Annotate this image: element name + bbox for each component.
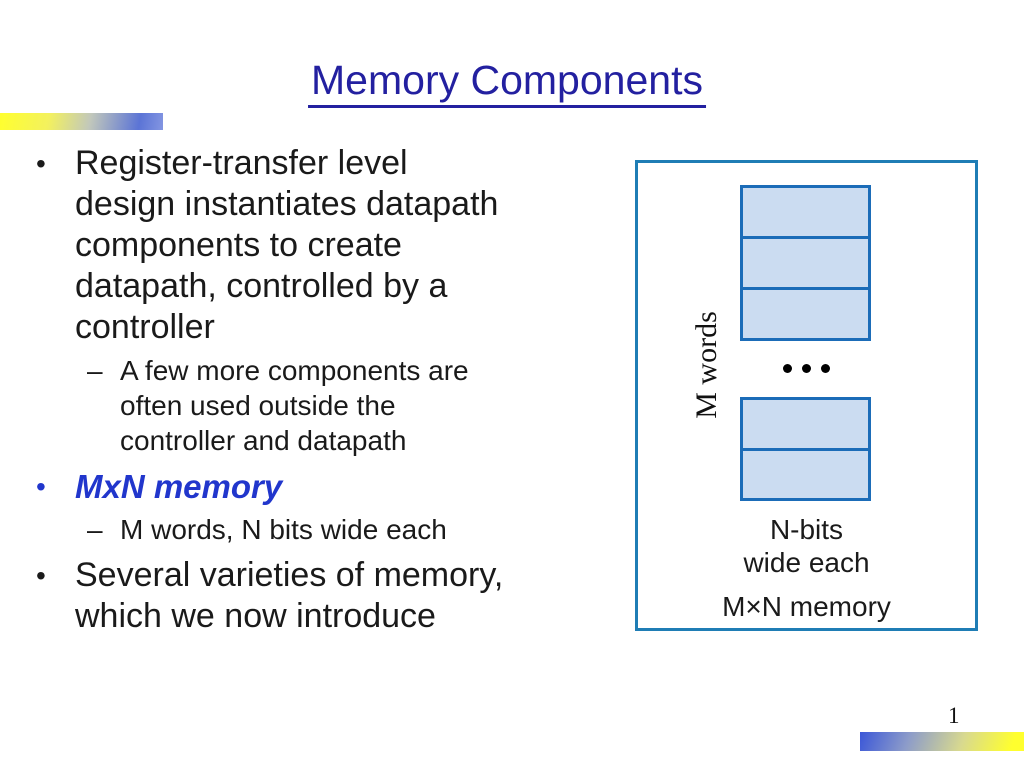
bullet-text: Register-transfer level design instantia… [75,144,499,346]
dot-icon [821,364,830,373]
sub-bullet-text: M words, N bits wide each [120,514,447,545]
top-gradient-bar [0,113,163,130]
sub-bullet-text: A few more components are often used out… [120,355,469,456]
bullet-list: • Register-transfer level design instant… [30,143,545,637]
dot-icon [783,364,792,373]
memory-word-cell [743,400,868,448]
list-item: – A few more components are often used o… [30,353,545,458]
memory-word-cell [743,188,868,236]
list-item: – M words, N bits wide each [30,512,545,547]
bottom-gradient-bar [860,732,1024,751]
dash-icon: – [87,514,103,545]
page-title: Memory Components [308,58,706,108]
memory-word-cell [743,287,868,338]
list-item: • Several varieties of memory, which we … [30,555,545,637]
page-number: 1 [948,703,960,728]
memory-word-cell [743,236,868,287]
dot-icon [802,364,811,373]
memory-word-cell [743,447,868,498]
dash-icon: – [87,355,103,386]
memory-word-stack-top [740,185,871,341]
bullet-icon: • [36,471,46,502]
n-bits-label: N-bits wide each [743,514,870,578]
list-item: • Register-transfer level design instant… [30,143,545,348]
memory-word-stack-bottom [740,397,871,501]
ellipsis-icon [638,364,975,373]
list-item: • MxN memory [30,466,545,507]
bullet-icon: • [36,148,46,179]
mxn-memory-caption: M×N memory [722,591,891,622]
bullet-text: Several varieties of memory, which we no… [75,556,504,635]
memory-diagram: M words N-bits wide each M×N memory [635,160,978,631]
bullet-icon: • [36,560,46,591]
bullet-text: MxN memory [75,468,283,505]
